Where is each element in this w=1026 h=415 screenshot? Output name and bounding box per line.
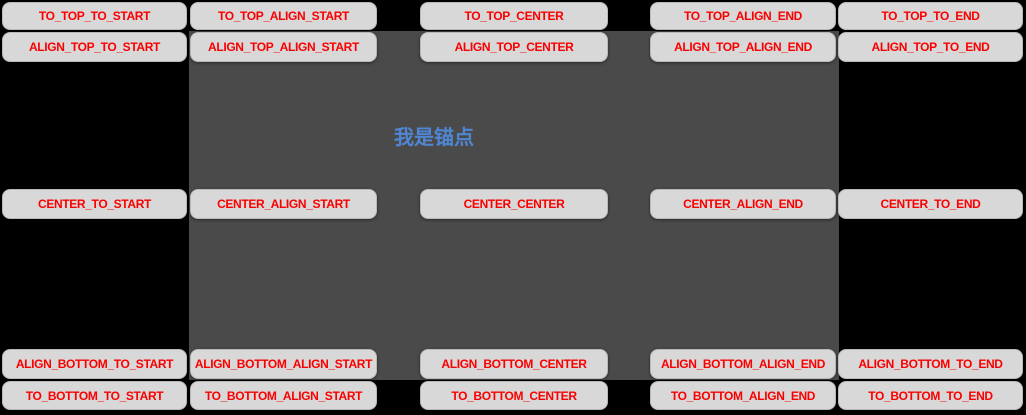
placement-button-align-bottom-align-start[interactable]: ALIGN_BOTTOM_ALIGN_START (190, 349, 377, 379)
placement-button-align-top-align-end[interactable]: ALIGN_TOP_ALIGN_END (650, 32, 836, 62)
placement-button-to-bottom-center[interactable]: TO_BOTTOM_CENTER (420, 381, 608, 410)
placement-button-center-center[interactable]: CENTER_CENTER (420, 189, 608, 219)
placement-button-to-top-to-start[interactable]: TO_TOP_TO_START (2, 2, 187, 30)
placement-button-align-top-center[interactable]: ALIGN_TOP_CENTER (420, 32, 608, 62)
placement-button-center-to-end[interactable]: CENTER_TO_END (838, 189, 1023, 219)
placement-button-center-align-start[interactable]: CENTER_ALIGN_START (190, 189, 377, 219)
placement-button-align-top-to-end[interactable]: ALIGN_TOP_TO_END (838, 32, 1023, 62)
placement-button-to-bottom-align-start[interactable]: TO_BOTTOM_ALIGN_START (190, 381, 377, 410)
placement-button-to-top-to-end[interactable]: TO_TOP_TO_END (838, 2, 1023, 30)
placement-button-align-bottom-center[interactable]: ALIGN_BOTTOM_CENTER (420, 349, 608, 379)
placement-button-to-bottom-to-end[interactable]: TO_BOTTOM_TO_END (838, 381, 1023, 410)
placement-button-to-top-center[interactable]: TO_TOP_CENTER (420, 2, 608, 30)
anchor-label: 我是锚点 (394, 127, 474, 149)
placement-button-align-top-to-start[interactable]: ALIGN_TOP_TO_START (2, 32, 187, 62)
placement-button-align-bottom-to-start[interactable]: ALIGN_BOTTOM_TO_START (2, 349, 187, 379)
placement-button-align-bottom-to-end[interactable]: ALIGN_BOTTOM_TO_END (838, 349, 1023, 379)
placement-button-to-bottom-align-end[interactable]: TO_BOTTOM_ALIGN_END (650, 381, 836, 410)
placement-button-align-bottom-align-end[interactable]: ALIGN_BOTTOM_ALIGN_END (650, 349, 836, 379)
placement-button-align-top-align-start[interactable]: ALIGN_TOP_ALIGN_START (190, 32, 377, 62)
placement-button-center-align-end[interactable]: CENTER_ALIGN_END (650, 189, 836, 219)
placement-button-to-top-align-end[interactable]: TO_TOP_ALIGN_END (650, 2, 836, 30)
placement-button-to-bottom-to-start[interactable]: TO_BOTTOM_TO_START (2, 381, 187, 410)
placement-button-to-top-align-start[interactable]: TO_TOP_ALIGN_START (190, 2, 377, 30)
placement-button-center-to-start[interactable]: CENTER_TO_START (2, 189, 187, 219)
